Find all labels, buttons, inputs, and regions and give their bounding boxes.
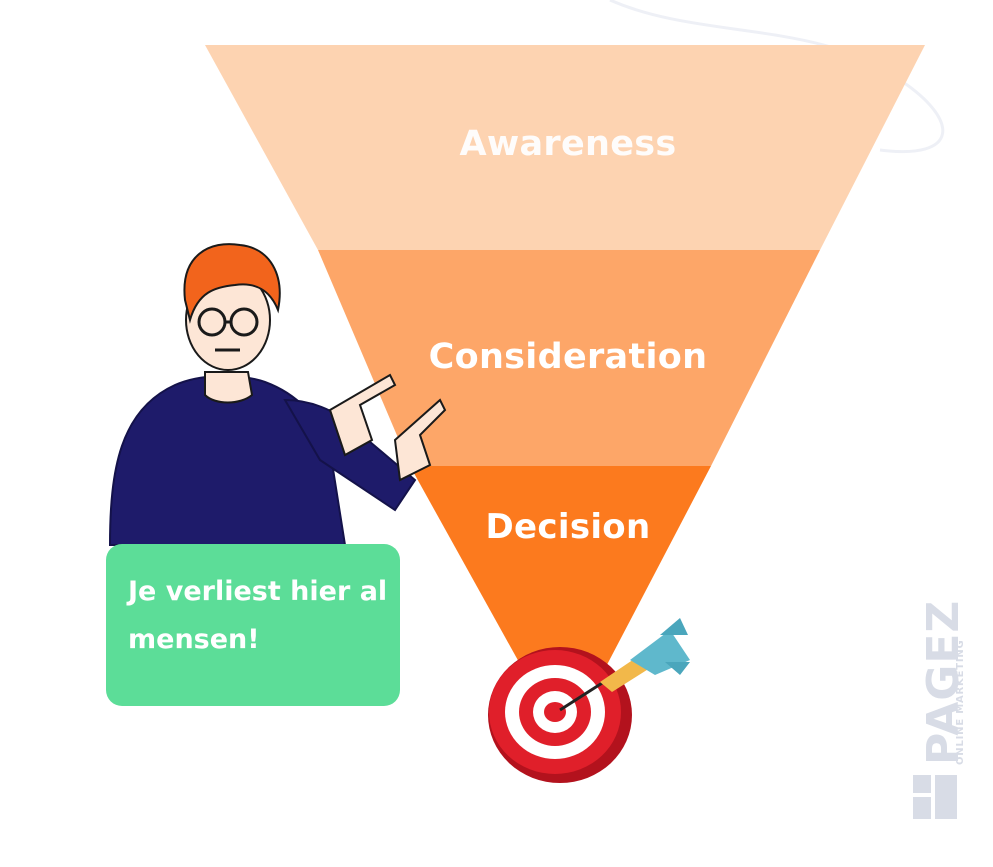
dart-icon	[559, 618, 690, 712]
funnel-stage-decision	[410, 466, 711, 745]
pointing-person-illustration	[108, 243, 447, 546]
funnel-label-decision: Decision	[485, 507, 651, 547]
pagez-logo-mark	[913, 775, 957, 819]
speech-bubble: Je verliest hier al mensen!	[106, 544, 400, 706]
speech-bubble-text: Je verliest hier al mensen!	[128, 576, 388, 655]
funnel-label-awareness: Awareness	[459, 124, 677, 164]
funnel-stage-awareness	[205, 45, 925, 250]
dartboard-target-icon	[488, 647, 632, 783]
funnel-label-consideration: Consideration	[428, 337, 708, 377]
logo-tagline: ONLINE MARKETING	[955, 639, 966, 765]
